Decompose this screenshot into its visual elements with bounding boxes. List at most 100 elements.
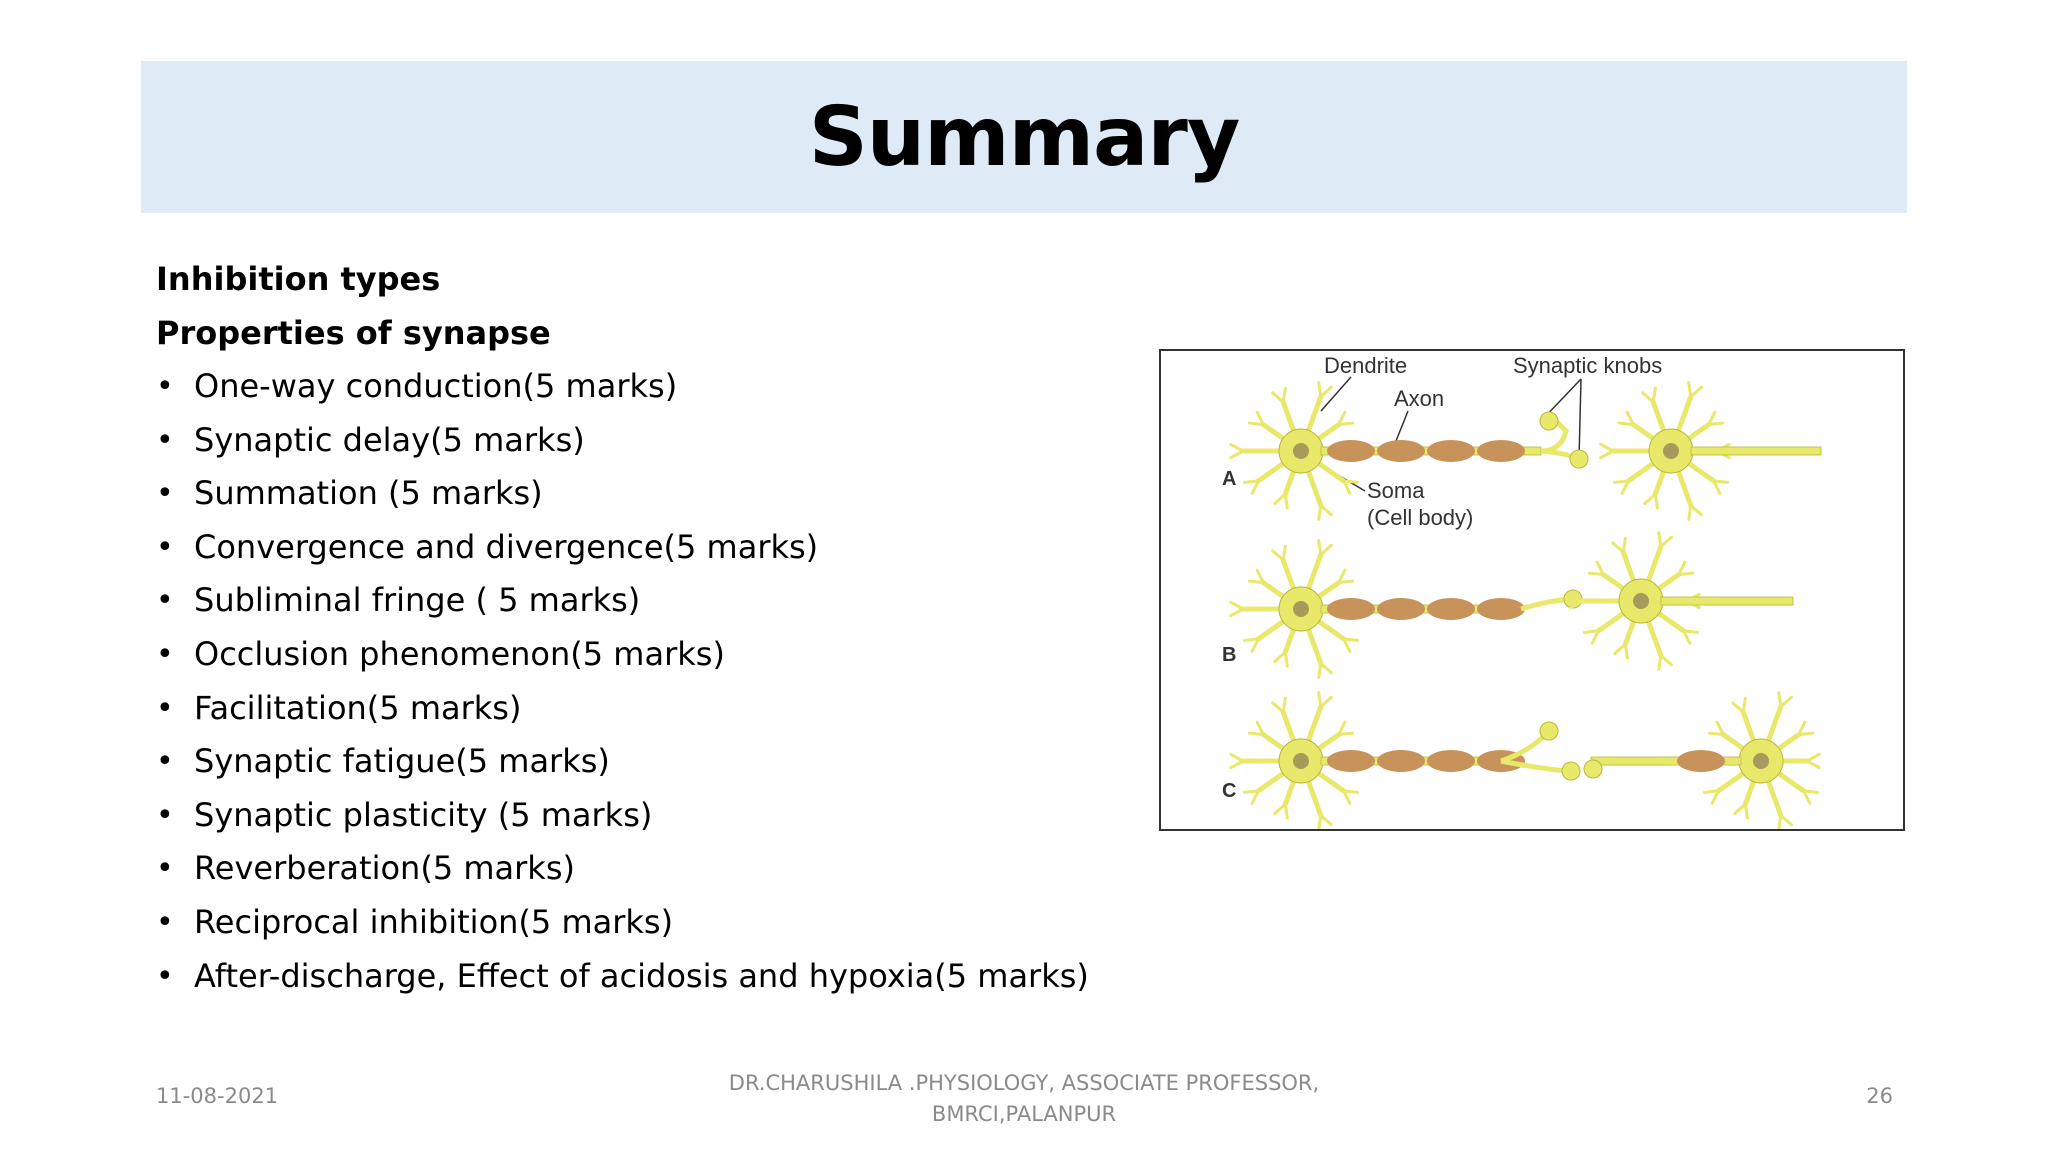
nucleus	[1293, 601, 1309, 617]
label-axon: Axon	[1394, 386, 1444, 411]
dendrite-twig	[1689, 385, 1703, 398]
dendrite-twig	[1250, 637, 1260, 653]
nucleus	[1753, 753, 1769, 769]
dendrite-twig	[1625, 410, 1635, 427]
dendrite-twig	[1712, 479, 1730, 484]
myelin-sheath	[1427, 750, 1475, 772]
dendrite-twig	[1797, 720, 1807, 737]
dendrite-twig	[1582, 629, 1600, 634]
dendrite-twig	[1702, 789, 1720, 794]
dendrite-twig	[1641, 391, 1655, 404]
myelin-sheath	[1327, 598, 1375, 620]
dendrite-twig	[1657, 654, 1663, 671]
dendrite-twig	[1283, 802, 1289, 820]
dendrite-twig	[1342, 479, 1352, 495]
myelin-sheath	[1477, 598, 1525, 620]
synaptic-knob	[1583, 759, 1603, 779]
dendrite-twig	[1250, 789, 1260, 805]
dendrite-twig	[1617, 421, 1635, 427]
label-soma: Soma	[1367, 478, 1425, 503]
dendrite-twig	[1255, 720, 1265, 737]
list-item: •Synaptic fatigue(5 marks)	[156, 735, 1096, 789]
myelin-sheath	[1377, 598, 1425, 620]
dendrite-twig	[1733, 802, 1747, 815]
dendrite-twig	[1242, 789, 1260, 794]
list-item-text: Synaptic delay(5 marks)	[194, 420, 585, 459]
list-item-text: Subliminal fringe ( 5 marks)	[194, 581, 641, 620]
dendrite-twig	[1712, 479, 1722, 495]
dendrite-twig	[1677, 560, 1687, 577]
dendrite-twig	[1687, 381, 1693, 398]
synaptic-knob	[1539, 411, 1559, 431]
dendrite-twig	[1590, 629, 1600, 645]
list-item: • One-way conduction(5 marks)	[156, 360, 1096, 414]
list-item-text: One-way conduction(5 marks)	[194, 367, 678, 405]
dendrite-twig	[1741, 696, 1747, 714]
myelin-sheath	[1477, 440, 1525, 462]
footer-date: 11-08-2021	[156, 1084, 279, 1108]
neuron-a-postsynaptic	[1599, 381, 1822, 521]
dendrite-twig	[1242, 637, 1260, 642]
bullet-marker: •	[156, 583, 174, 619]
dendrite-twig	[1682, 629, 1700, 634]
footer-author-line-2: BMRCI,PALANPUR	[931, 1102, 1117, 1126]
myelin-sheath	[1677, 750, 1725, 772]
dendrite-twig	[1229, 442, 1245, 453]
dendrite-twig	[1271, 391, 1285, 404]
list-item: • Subliminal fringe ( 5 marks)	[156, 574, 1096, 628]
dendrite-twig	[1777, 691, 1783, 708]
myelin-sheath	[1427, 598, 1475, 620]
dendrite-twig	[1707, 421, 1725, 427]
dendrite-twig	[1337, 421, 1355, 427]
neuron-b-postsynaptic	[1569, 531, 1794, 671]
dendrite-twig	[1342, 637, 1352, 653]
bullet-marker: •	[156, 369, 174, 404]
dendrite-twig	[1342, 789, 1352, 805]
list-item-text: Reverberation(5 marks)	[194, 849, 575, 888]
leader-knob-2	[1578, 378, 1582, 460]
dendrite-twig	[1805, 759, 1821, 770]
leader-dendrite	[1320, 376, 1352, 412]
dendrite-twig	[1651, 386, 1657, 404]
dendrite-twig	[1613, 642, 1627, 655]
row-a-neurons	[1229, 381, 1822, 521]
dendrite-twig	[1777, 814, 1783, 829]
row-label-b: B	[1222, 644, 1236, 666]
dendrite-twig	[1319, 385, 1333, 398]
dendrite-twig	[1242, 479, 1260, 484]
row-b-neurons	[1229, 531, 1794, 679]
row-c-neurons	[1229, 691, 1821, 829]
dendrite-twig	[1317, 662, 1323, 679]
myelin-sheath	[1377, 750, 1425, 772]
bullet-marker: •	[156, 690, 174, 726]
dendrite-twig	[1319, 814, 1333, 827]
neuron-synapse-figure: Dendrite Axon Synaptic knobs Soma (Cell …	[1159, 349, 1905, 831]
dendrite-twig	[1587, 571, 1605, 577]
dendrite-twig	[1281, 696, 1287, 714]
dendrite-twig	[1317, 539, 1323, 556]
dendrite-twig	[1247, 579, 1265, 585]
dendrite-twig	[1569, 599, 1585, 610]
neuron-c-postsynaptic	[1583, 691, 1821, 829]
dendrite-twig	[1715, 720, 1725, 737]
dendrite-twig	[1337, 579, 1355, 585]
dendrite-twig	[1659, 535, 1673, 548]
dendrite-twig	[1687, 504, 1693, 521]
dendrite-twig	[1337, 410, 1347, 427]
slide-title: Summary	[808, 89, 1241, 185]
dendrite-twig	[1273, 802, 1287, 815]
axon-terminal	[1520, 596, 1572, 612]
dendrite-twig	[1623, 642, 1629, 660]
dendrite-twig	[1247, 731, 1265, 737]
nucleus	[1633, 593, 1649, 609]
dendrite-twig	[1317, 504, 1323, 521]
list-item-text: Synaptic plasticity (5 marks)	[194, 795, 653, 834]
synaptic-knob	[1539, 721, 1559, 741]
axon	[1660, 596, 1794, 606]
axon	[1690, 446, 1822, 456]
list-item: •After-discharge, Effect of acidosis and…	[156, 950, 1096, 1004]
title-bar: Summary	[141, 61, 1907, 213]
dendrite-twig	[1337, 568, 1347, 585]
list-item: •Occlusion phenomenon(5 marks)	[156, 628, 1096, 682]
dendrite-twig	[1271, 701, 1285, 714]
